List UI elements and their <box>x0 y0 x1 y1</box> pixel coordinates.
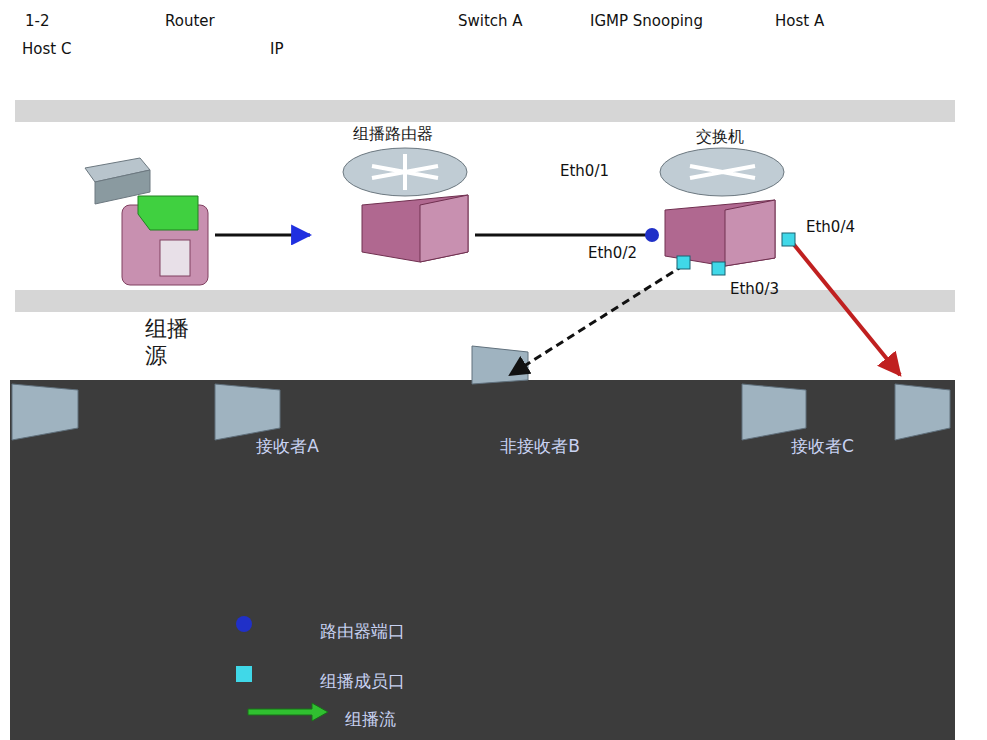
port-label: Eth0/2 <box>588 244 637 262</box>
caption-fragment: Host A <box>775 12 824 30</box>
ground-band <box>15 290 955 312</box>
node-label: 交换机 <box>696 127 744 146</box>
member-port-square <box>677 256 690 269</box>
source-server-icon <box>85 158 208 285</box>
caption-fragment: Host C <box>22 40 71 58</box>
node-label: 接收者C <box>791 436 854 456</box>
link-line <box>475 233 650 236</box>
device-node: 非接收者B <box>465 375 615 460</box>
caption-fragment: IP <box>270 40 283 58</box>
node-label: 组播路由器 <box>353 124 433 143</box>
caption-fragment: IGMP Snooping <box>590 12 703 30</box>
device-node: 组播源 <box>115 190 215 375</box>
link-line <box>215 233 310 236</box>
node-label: 组播源 <box>145 316 196 369</box>
link-line <box>790 240 900 375</box>
legend-swatch <box>236 666 252 682</box>
switch-icon <box>660 148 784 266</box>
node-label: 非接收者B <box>500 436 580 456</box>
legend-arrow-sample <box>248 703 328 721</box>
link-line <box>510 265 684 375</box>
port-label: Eth0/4 <box>806 218 855 236</box>
legend-swatch <box>236 616 252 632</box>
legend-label: 组播流 <box>345 708 396 731</box>
member-port-square <box>782 233 795 246</box>
legend-label: 组播成员口 <box>320 670 405 693</box>
router-icon <box>343 148 468 262</box>
device-node: 交换机 <box>650 125 790 265</box>
port-label: Eth0/3 <box>730 280 779 298</box>
caption-fragment: 1-2 <box>25 12 50 30</box>
router-port-dot <box>645 228 659 242</box>
ground-band <box>15 100 955 122</box>
port-label: Eth0/1 <box>560 162 609 180</box>
device-node: 接收者C <box>735 375 910 460</box>
member-port-square <box>712 262 725 275</box>
device-node: 组播路由器 <box>310 120 475 265</box>
caption-fragment: Router <box>165 12 215 30</box>
node-label: 接收者A <box>256 436 319 456</box>
device-node: 接收者A <box>205 375 370 460</box>
caption-fragment: Switch A <box>458 12 523 30</box>
dark-ground <box>10 380 955 740</box>
legend-label: 路由器端口 <box>320 620 405 643</box>
